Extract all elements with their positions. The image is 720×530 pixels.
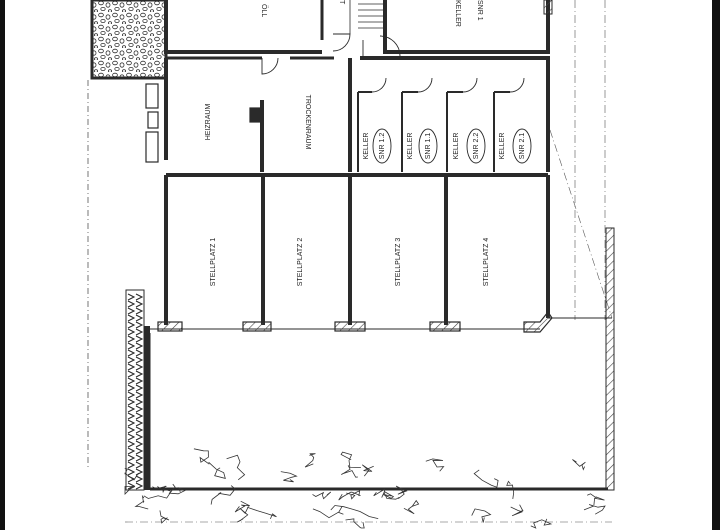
property-line-diagonal	[549, 129, 613, 319]
keller-1-number: SNR 1.2	[379, 133, 386, 160]
keller-1-label: KELLER	[363, 133, 370, 160]
parking-label-4: STELLPLATZ 4	[483, 238, 490, 287]
room-labels: ÖLL HEIZRAUM TROCKENRAUM T KELLER SNR 1 …	[205, 0, 532, 287]
keller-4-label: KELLER	[499, 133, 506, 160]
room-label-keller-top: KELLER	[454, 0, 461, 27]
keller-3-number: SNR 2.2	[473, 133, 480, 160]
room-label-stairs: T	[338, 0, 345, 5]
building-walls	[150, 0, 553, 330]
parking-label-1: STELLPLATZ 1	[210, 238, 217, 287]
parking-label-2: STELLPLATZ 2	[297, 238, 304, 287]
right-frame-edge	[712, 0, 720, 530]
vegetation-scribbles	[124, 448, 606, 529]
keller-2-label: KELLER	[407, 133, 414, 160]
door-swings	[261, 33, 525, 93]
room-label-heizraum: HEIZRAUM	[205, 104, 212, 141]
keller-3-label: KELLER	[453, 133, 460, 160]
gravel-area	[90, 0, 168, 80]
staircase	[349, 0, 385, 34]
left-chimney-details	[145, 83, 261, 163]
room-label-oel: ÖLL	[260, 4, 268, 17]
parking-label-3: STELLPLATZ 3	[395, 238, 402, 287]
keller-4: KELLER SNR 2.1	[499, 128, 532, 164]
keller-2: KELLER SNR 1.1	[407, 128, 438, 164]
ramp-steps	[127, 293, 144, 490]
keller-3: KELLER SNR 2.2	[453, 128, 486, 164]
left-frame-edge	[0, 0, 5, 530]
keller-1: KELLER SNR 1.2	[363, 128, 392, 164]
keller-2-number: SNR 1.1	[425, 133, 432, 160]
keller-4-number: SNR 2.1	[519, 133, 526, 160]
room-label-trockenraum: TROCKENRAUM	[304, 95, 311, 150]
right-retaining-wall	[605, 227, 615, 491]
room-label-snr-top: SNR 1	[476, 0, 483, 21]
column-bases	[157, 310, 553, 333]
